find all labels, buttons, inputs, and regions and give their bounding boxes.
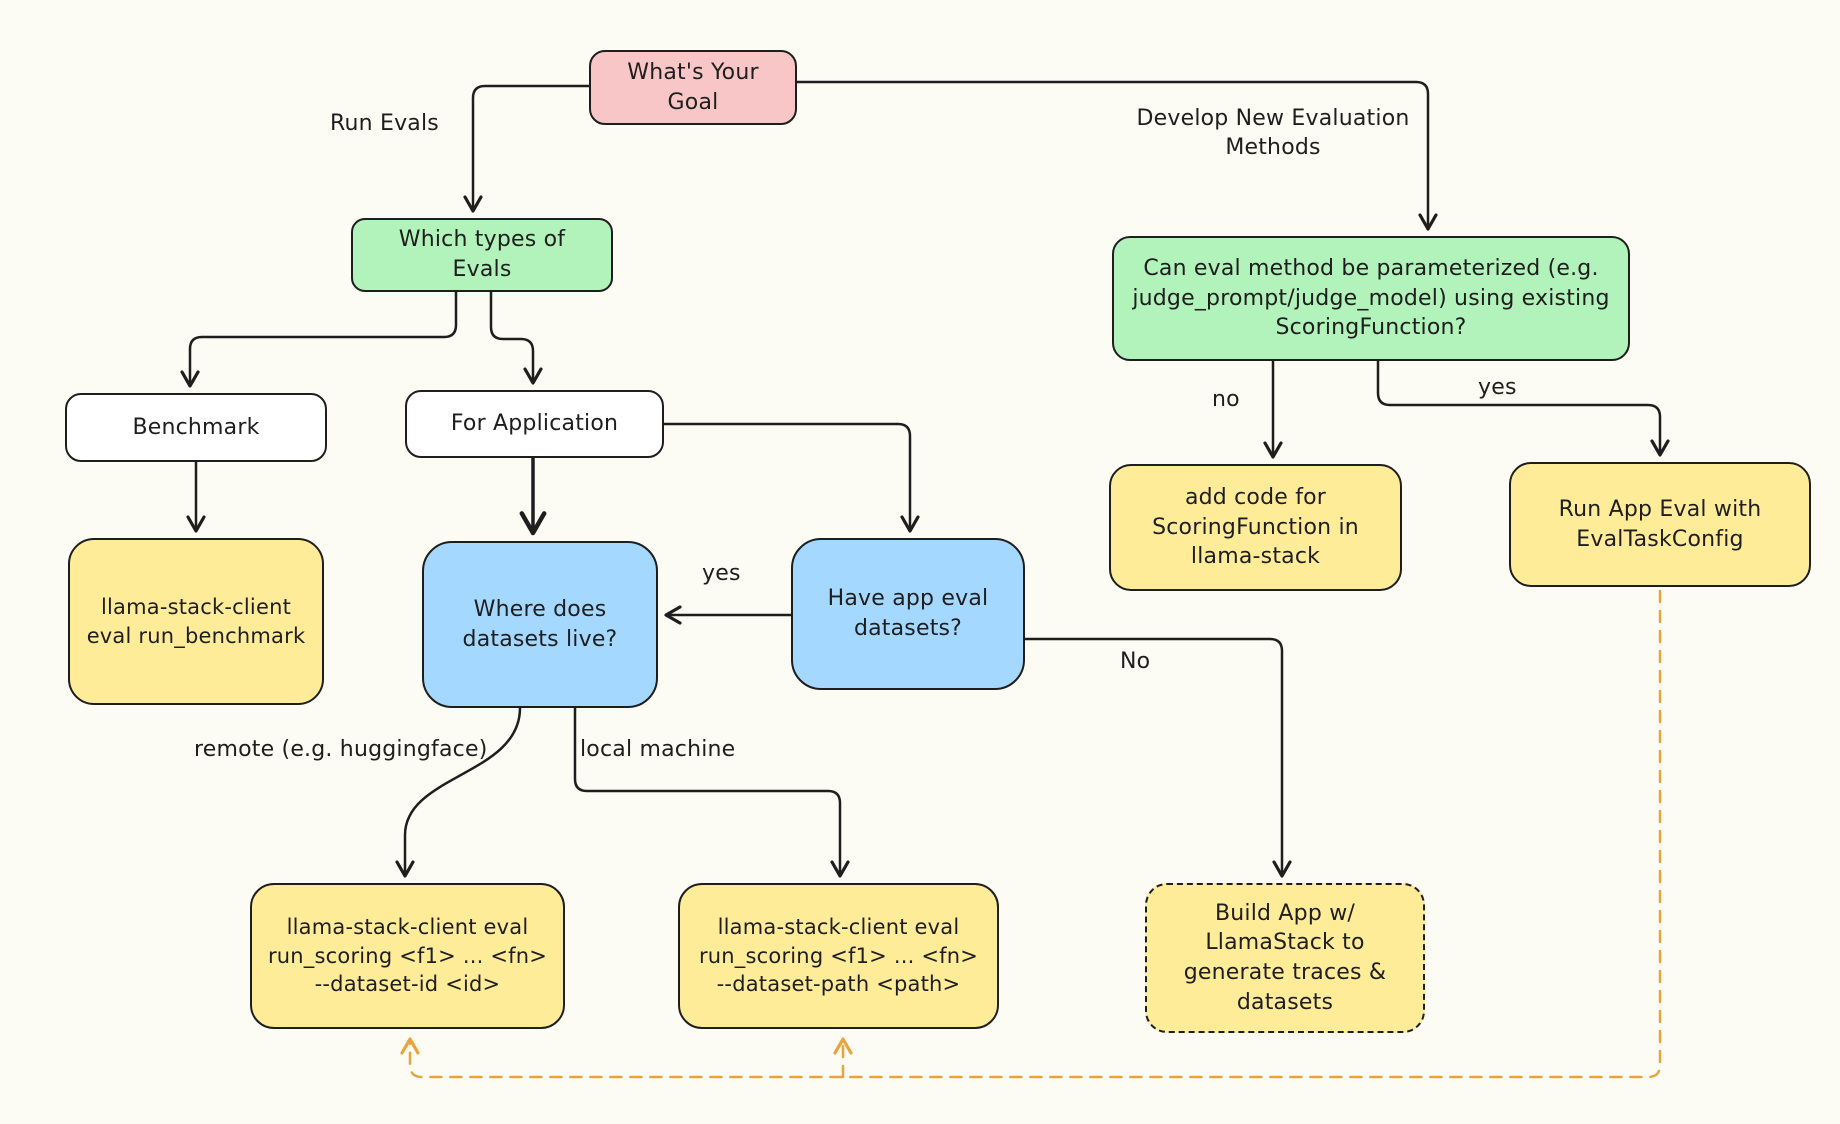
node-run-benchmark-command: llama-stack-client eval run_benchmark (68, 538, 324, 705)
edge-label-local-machine: local machine (580, 737, 736, 762)
node-param-question-label: Can eval method be parameterized (e.g. j… (1132, 255, 1610, 341)
node-run-benchmark-command-label: llama-stack-client eval run_benchmark (86, 595, 306, 648)
arrow-which-types-to-for-application (489, 290, 543, 385)
node-benchmark-label: Benchmark (132, 414, 260, 440)
node-where-datasets-live: Where does datasets live? (422, 541, 658, 708)
node-which-types-of-evals: Which types of Evals (351, 218, 613, 292)
node-run-scoring-dataset-id-command-label: llama-stack-client eval run_scoring <f1>… (267, 915, 548, 997)
node-have-app-eval-datasets-label: Have app eval datasets? (827, 586, 989, 641)
node-add-scoring-function-code: add code for ScoringFunction in llama-st… (1109, 464, 1402, 591)
node-run-scoring-dataset-path-command: llama-stack-client eval run_scoring <f1>… (678, 883, 999, 1029)
node-which-types-of-evals-label: Which types of Evals (398, 227, 566, 282)
node-have-app-eval-datasets: Have app eval datasets? (791, 538, 1025, 690)
node-benchmark: Benchmark (65, 393, 327, 462)
node-run-scoring-dataset-path-command-label: llama-stack-client eval run_scoring <f1>… (698, 915, 979, 997)
edge-label-run-evals: Run Evals (330, 111, 439, 136)
arrow-for-application-to-have-datasets (662, 422, 920, 533)
edge-label-yes-param: yes (1478, 375, 1517, 400)
node-for-application: For Application (405, 390, 664, 458)
arrow-where-datasets-to-run-scoring-remote (395, 706, 522, 878)
node-run-app-eval: Run App Eval with EvalTaskConfig (1509, 462, 1811, 587)
arrow-which-types-to-benchmark (180, 290, 458, 388)
edge-label-develop-new-methods: Develop New Evaluation Methods (1136, 106, 1410, 160)
node-run-app-eval-label: Run App Eval with EvalTaskConfig (1558, 496, 1762, 552)
arrow-have-datasets-to-build-app (1023, 637, 1292, 878)
node-where-datasets-live-label: Where does datasets live? (462, 596, 618, 652)
node-add-scoring-function-code-label: add code for ScoringFunction in llama-st… (1152, 484, 1359, 570)
node-whats-your-goal: What's Your Goal (589, 50, 797, 125)
node-for-application-label: For Application (450, 411, 619, 437)
node-build-app-llamastack-label: Build App w/ LlamaStack to generate trac… (1183, 900, 1387, 1015)
node-run-scoring-dataset-id-command: llama-stack-client eval run_scoring <f1>… (250, 883, 565, 1029)
node-build-app-llamastack: Build App w/ LlamaStack to generate trac… (1145, 883, 1425, 1033)
edge-label-yes-have-datasets: yes (702, 561, 741, 586)
edge-label-remote-huggingface: remote (e.g. huggingface) (194, 737, 488, 762)
arrow-param-question-to-run-app-eval (1376, 359, 1670, 457)
node-param-question: Can eval method be parameterized (e.g. j… (1112, 236, 1630, 361)
node-whats-your-goal-label: What's Your Goal (627, 59, 759, 115)
arrow-goal-to-which-types (463, 84, 591, 213)
arrow-where-datasets-to-run-scoring-local (573, 706, 850, 878)
edge-label-no-param: no (1212, 387, 1240, 412)
edge-label-no-have-datasets: No (1120, 649, 1151, 674)
